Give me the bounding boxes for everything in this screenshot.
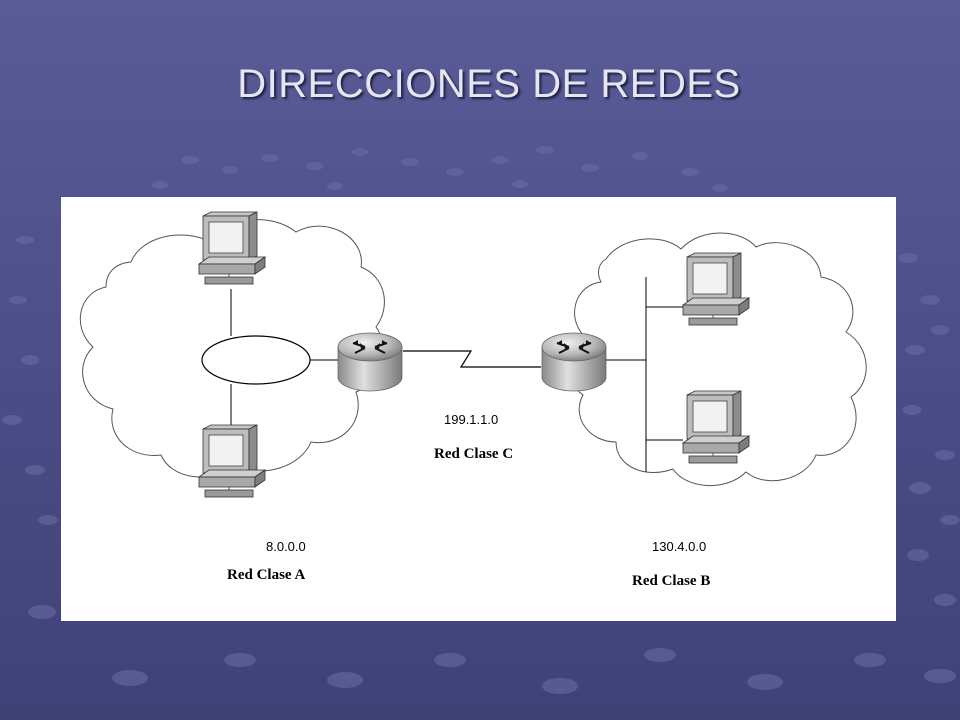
router-b-icon [541,332,607,392]
ring-network [201,335,311,385]
network-b-name: Red Clase B [632,573,711,589]
computer-icon [681,390,751,464]
network-c-address: 199.1.1.0 [444,412,499,427]
network-c-name: Red Clase C [434,446,514,462]
network-a-name: Red Clase A [227,567,306,583]
router-a-icon [337,332,403,392]
computer-icon [197,211,267,285]
network-b-address: 130.4.0.0 [652,539,707,554]
wan-link [403,350,541,368]
computer-icon [681,252,751,326]
network-a-address: 8.0.0.0 [266,539,306,554]
computer-icon [197,424,267,498]
network-diagram: 199.1.1.0 Red Clase C 8.0.0.0 Red Clase … [61,197,896,621]
slide-title: DIRECCIONES DE REDES [237,62,741,106]
